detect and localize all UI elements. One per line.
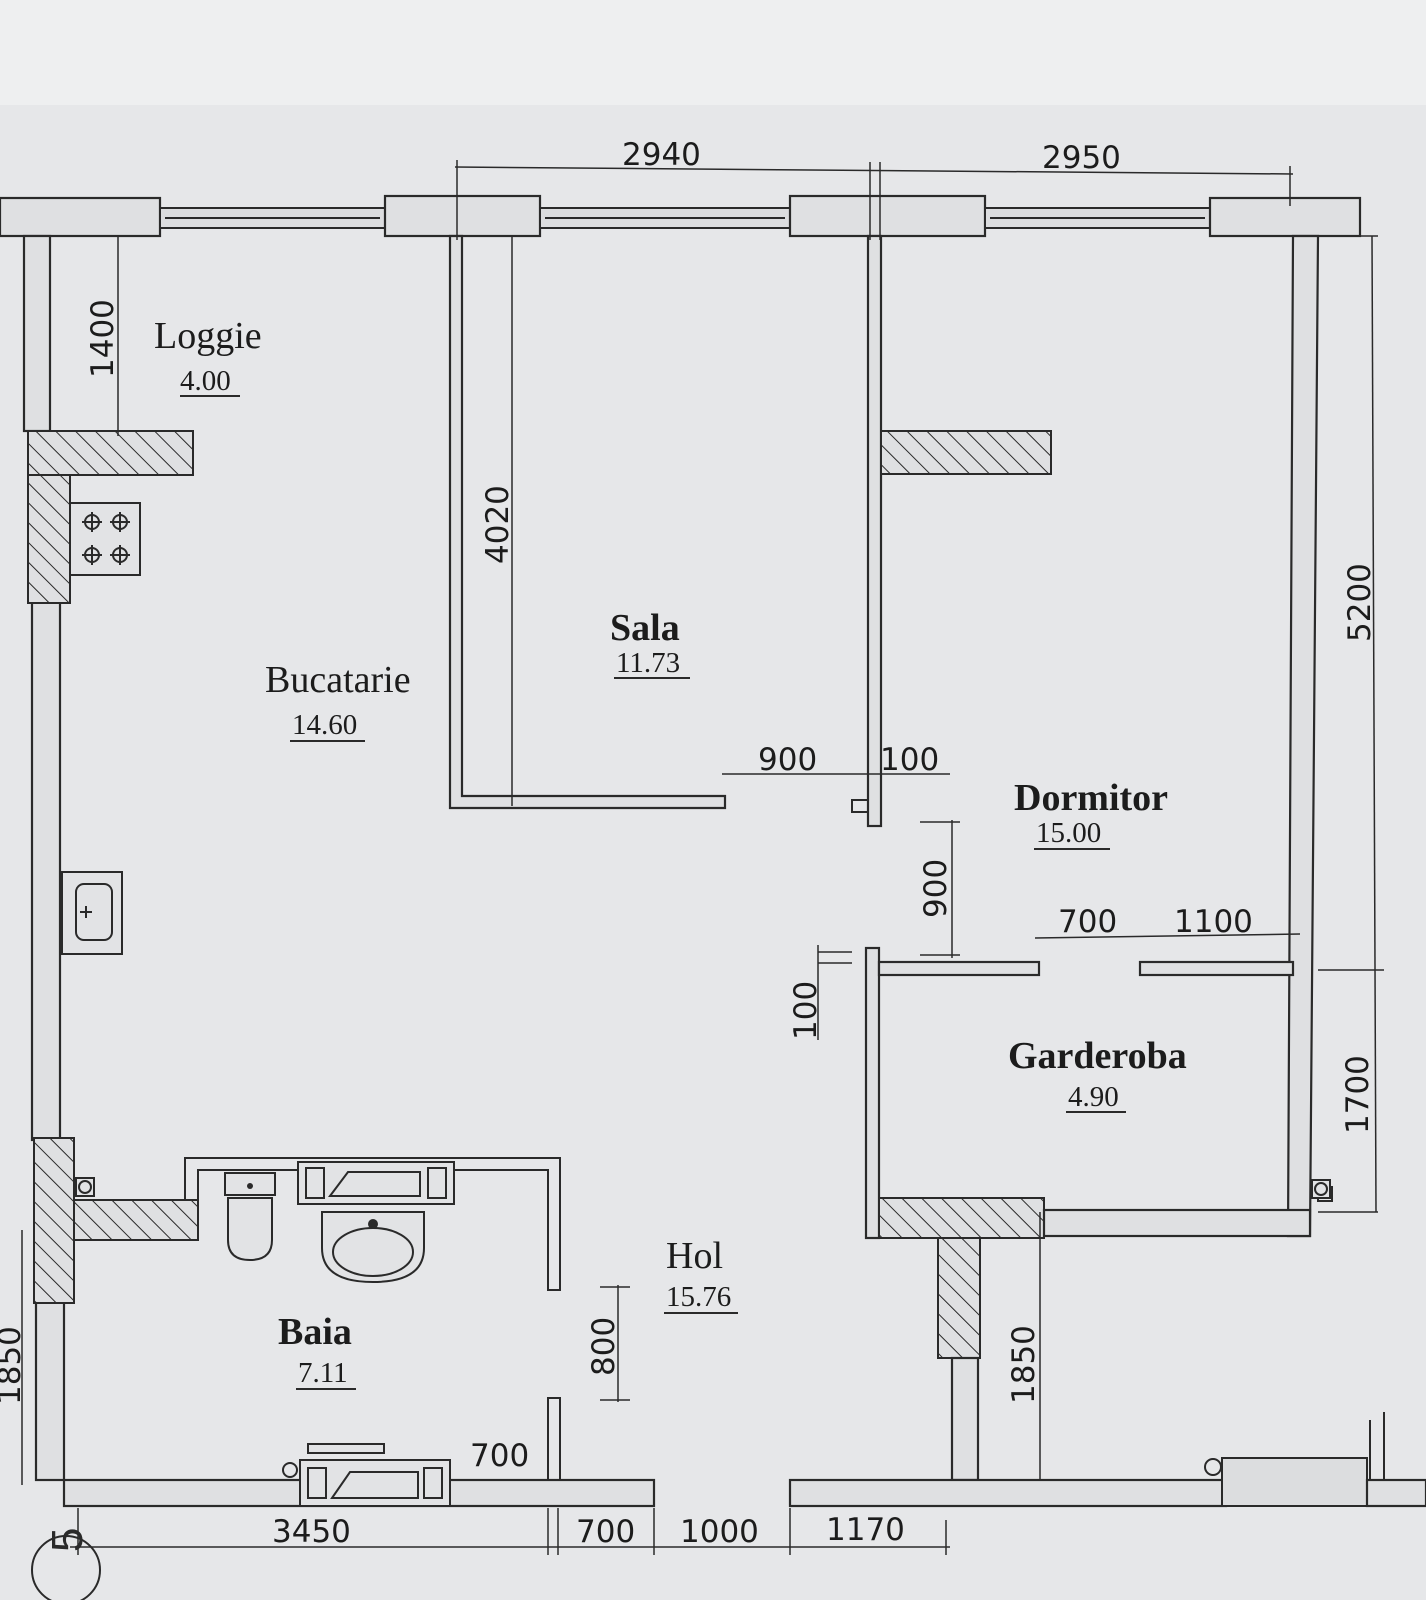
dim-bottom-3450: 3450	[272, 1514, 351, 1550]
toilet-icon	[224, 1172, 276, 1262]
room-name-loggie: Loggie	[154, 315, 262, 357]
room-area-bucatarie: 14.60	[292, 709, 357, 741]
room-name-baia: Baia	[278, 1311, 352, 1353]
dim-wall-100b: 100	[788, 981, 824, 1040]
dimension-lines	[21, 160, 1384, 1555]
room-name-hol: Hol	[666, 1235, 723, 1277]
dim-left-1850: 1850	[0, 1326, 28, 1405]
left-wall	[22, 234, 199, 1482]
dim-top-right: 2950	[1042, 140, 1121, 176]
washbasin-icon	[321, 1211, 425, 1284]
dim-gard-1100: 1100	[1174, 904, 1253, 940]
dim-baia-door: 800	[586, 1317, 622, 1376]
dim-bottom-1000: 1000	[680, 1514, 759, 1550]
kitchen-sink-icon	[61, 871, 123, 955]
dim-gard-700: 700	[1058, 904, 1117, 940]
right-wall	[1286, 234, 1333, 1238]
pipe-icons	[75, 1177, 1331, 1476]
dim-wall-100: 100	[880, 742, 939, 778]
room-area-dormitor: 15.00	[1036, 817, 1101, 849]
handwritten-number: 5	[43, 1528, 92, 1552]
bathtub-radiator-icon	[297, 1161, 455, 1205]
dim-baia-700: 700	[470, 1438, 529, 1474]
room-name-sala: Sala	[610, 607, 680, 649]
bottom-wall	[62, 1412, 1426, 1508]
dimension-labels: 2940 2950 1400 4020 5200 900 100 900 700…	[0, 137, 1378, 1550]
dim-dormitor-depth: 5200	[1342, 563, 1378, 642]
room-garderoba: Garderoba 4.90	[1008, 1035, 1187, 1113]
room-area-sala: 11.73	[616, 647, 680, 679]
room-baia: Baia 7.11	[278, 1311, 356, 1390]
paper-top-band	[0, 0, 1426, 105]
dim-bottom-1170: 1170	[826, 1512, 905, 1548]
handwritten-mark: 5	[31, 1528, 101, 1600]
room-area-loggie: 4.00	[180, 365, 231, 397]
garderoba-walls	[864, 946, 1312, 1482]
room-dormitor: Dormitor 15.00	[1014, 777, 1168, 850]
room-hol: Hol 15.76	[664, 1235, 738, 1314]
room-name-garderoba: Garderoba	[1008, 1035, 1187, 1077]
dim-garderoba-1700: 1700	[1340, 1055, 1376, 1134]
dim-top-left: 2940	[622, 137, 701, 173]
dim-sala-depth: 4020	[480, 485, 516, 564]
top-wall	[0, 194, 1362, 238]
dim-dormitor-door: 900	[918, 859, 954, 918]
room-area-hol: 15.76	[666, 1281, 731, 1313]
dim-bottom-700: 700	[576, 1514, 635, 1550]
dim-right-1850: 1850	[1006, 1325, 1042, 1404]
room-area-baia: 7.11	[298, 1357, 348, 1389]
room-sala: Sala 11.73	[610, 607, 690, 679]
room-name-bucatarie: Bucatarie	[265, 659, 411, 701]
room-name-dormitor: Dormitor	[1014, 777, 1168, 819]
sala-walls	[448, 234, 1052, 828]
stove-icon	[69, 502, 141, 576]
room-bucatarie: Bucatarie 14.60	[265, 659, 411, 742]
room-loggie: Loggie 4.00	[154, 315, 262, 397]
dim-loggie-depth: 1400	[85, 299, 121, 378]
dim-opening-900: 900	[758, 742, 817, 778]
bathroom-radiator-icon	[282, 1443, 451, 1507]
room-area-garderoba: 4.90	[1068, 1081, 1119, 1113]
